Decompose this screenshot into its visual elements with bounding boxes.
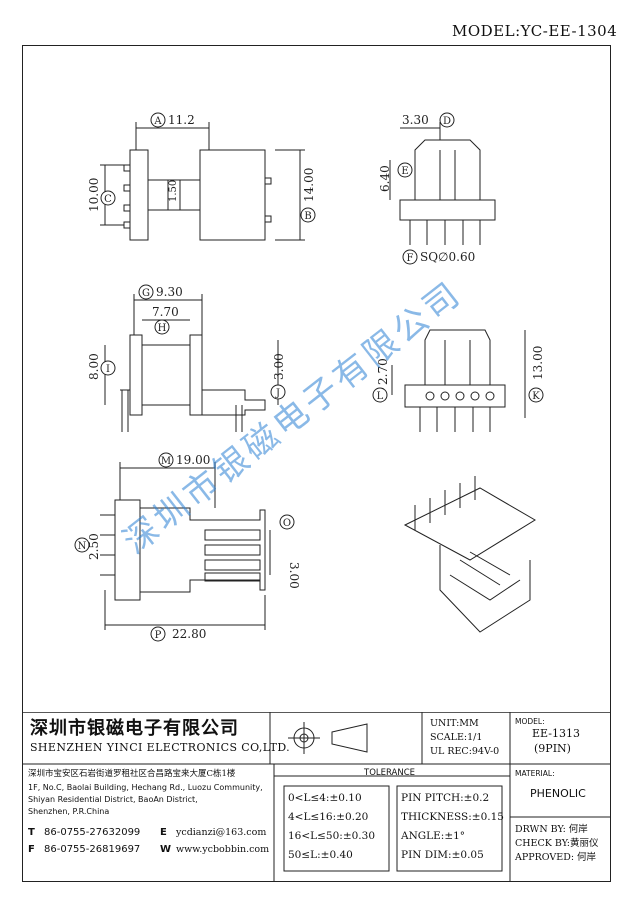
dim-J: 3.00 — [272, 353, 286, 380]
svg-text:G: G — [142, 288, 150, 299]
material: PHENOLIC — [530, 787, 586, 800]
svg-text:B: B — [304, 211, 311, 222]
dimension-letter-labels: A B C D E F G H I J K L M N O P — [78, 116, 541, 641]
dimension-values: 11.2 14.00 10.00 1.50 3.30 6.40 SQ∅0.60 … — [87, 113, 545, 641]
dim-D: 3.30 — [402, 113, 429, 127]
company-name-en: SHENZHEN YINCI ELECTRONICS CO,LTD. — [30, 741, 291, 754]
unit: UNIT:MM — [430, 718, 479, 729]
tol-right-4: PIN DIM:±0.05 — [401, 849, 484, 861]
svg-text:P: P — [155, 630, 162, 641]
model-caption: MODEL: — [515, 717, 545, 726]
dimension-letters — [74, 112, 544, 642]
check-by: CHECK BY:黄丽仪 — [515, 838, 599, 849]
view-side-top — [389, 122, 496, 245]
dim-H: 7.70 — [152, 305, 179, 319]
tol-right-3: ANGLE:±1° — [401, 830, 466, 842]
tel: 86-0755-27632099 — [44, 827, 141, 838]
ul-rec: UL REC:94V-0 — [430, 746, 500, 757]
model-number: EE-1313 — [532, 727, 580, 740]
title-block-grid — [22, 712, 611, 882]
svg-text:L: L — [377, 391, 384, 402]
tel-label: T — [28, 827, 35, 838]
dim-M: 19.00 — [176, 453, 210, 467]
svg-text:E: E — [401, 166, 408, 177]
fax-label: F — [28, 844, 35, 855]
view-front-top — [100, 122, 305, 241]
svg-text:M: M — [161, 456, 171, 467]
svg-text:H: H — [158, 323, 167, 334]
svg-text:N: N — [78, 541, 87, 552]
model-label: MODEL:YC-EE-1304 — [452, 22, 618, 40]
dim-O: 3.00 — [287, 562, 301, 589]
svg-text:F: F — [407, 253, 414, 264]
approved-by: APPROVED: 何岸 — [515, 852, 597, 863]
view-isometric — [403, 476, 536, 633]
svg-text:I: I — [106, 364, 110, 375]
material-caption: MATERIAL: — [515, 769, 555, 778]
email-label: E — [160, 827, 167, 838]
dim-G: 9.30 — [156, 285, 183, 299]
svg-text:O: O — [283, 518, 291, 529]
web: www.ycbobbin.com — [176, 844, 270, 855]
tolerance-title: TOLERANCE — [364, 768, 416, 778]
view-plan-bottom — [100, 462, 271, 630]
email: ycdianzi@163.com — [176, 827, 267, 838]
tol-left-2: 4<L≤16:±0.20 — [288, 811, 369, 823]
address-en-1: 1F, No.C, Baolai Building, Hechang Rd., … — [28, 783, 263, 792]
tol-left-4: 50≤L:±0.40 — [288, 849, 353, 861]
dim-C: 10.00 — [87, 178, 101, 212]
dim-B: 14.00 — [302, 168, 316, 202]
fax: 86-0755-26819697 — [44, 844, 141, 855]
company-name-cn: 深圳市银磁电子有限公司 — [30, 718, 239, 739]
svg-text:J: J — [275, 388, 280, 399]
title-block: 深圳市银磁电子有限公司 SHENZHEN YINCI ELECTRONICS C… — [22, 712, 611, 882]
tol-right-2: THICKNESS:±0.15 — [401, 811, 504, 823]
svg-text:D: D — [443, 116, 451, 127]
tol-left-1: 0<L≤4:±0.10 — [288, 792, 362, 804]
dim-K: 13.00 — [531, 346, 545, 380]
view-front-mid — [104, 294, 279, 432]
tol-right-1: PIN PITCH:±0.2 — [401, 792, 490, 804]
dim-F: SQ∅0.60 — [420, 250, 475, 264]
dim-I: 8.00 — [87, 353, 101, 380]
technical-drawing: A B C D E F G H I J K L M N O P 11.2 14.00 10.00… — [74, 112, 545, 642]
pin-count: (9PIN) — [534, 742, 571, 755]
dim-L: 2.70 — [376, 358, 390, 385]
tol-left-3: 16<L≤50:±0.30 — [288, 830, 376, 842]
dim-N: 2.50 — [87, 533, 101, 560]
web-label: W — [160, 844, 172, 855]
drawn-by: DRWN BY: 何岸 — [515, 824, 588, 835]
scale: SCALE:1/1 — [430, 732, 483, 743]
svg-text:C: C — [104, 194, 112, 205]
dim-A: 11.2 — [168, 113, 195, 127]
svg-text:A: A — [153, 116, 162, 127]
address-en-2: Shiyan Residential District, BaoAn Distr… — [28, 795, 198, 804]
dim-E: 6.40 — [378, 165, 392, 192]
dim-center: 1.50 — [168, 180, 179, 202]
view-side-mid — [391, 329, 526, 432]
drawing-frame — [22, 45, 611, 882]
svg-text:K: K — [532, 391, 540, 402]
address-en-3: Shenzhen, P.R.China — [28, 807, 110, 816]
dim-P: 22.80 — [172, 627, 206, 641]
address-cn: 深圳市宝安区石岩街道罗租社区合昌路宝来大厦C栋1楼 — [28, 769, 236, 779]
